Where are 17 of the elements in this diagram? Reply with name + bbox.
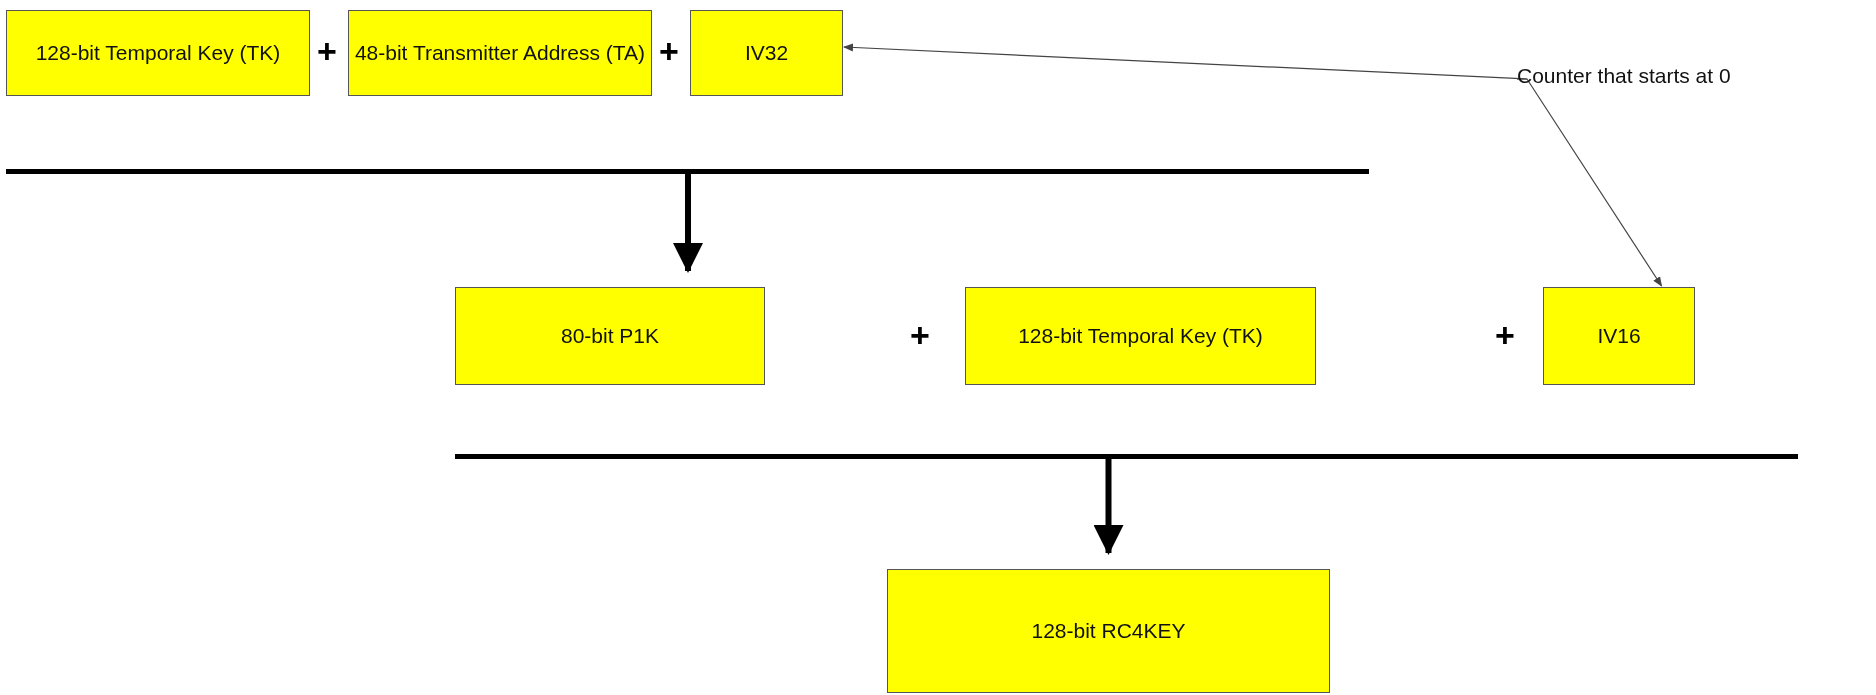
plus-sign: + <box>659 34 679 68</box>
key-box: 128-bit Temporal Key (TK) <box>6 10 310 96</box>
arrow <box>1516 78 1663 287</box>
key-box: 128-bit Temporal Key (TK) <box>965 287 1316 385</box>
arrow <box>1093 459 1124 555</box>
key-box: 128-bit RC4KEY <box>887 569 1330 693</box>
key-box: 80-bit P1K <box>455 287 765 385</box>
plus-sign: + <box>1495 318 1515 352</box>
plus-sign: + <box>910 318 930 352</box>
key-box: 48-bit Transmitter Address (TA) <box>348 10 652 96</box>
divider-bar <box>455 454 1798 459</box>
note-text: Counter that starts at 0 <box>1517 64 1731 88</box>
divider-bar <box>6 169 1369 174</box>
plus-sign: + <box>317 34 337 68</box>
key-box: IV16 <box>1543 287 1695 385</box>
arrow <box>673 174 703 273</box>
key-box: IV32 <box>690 10 843 96</box>
